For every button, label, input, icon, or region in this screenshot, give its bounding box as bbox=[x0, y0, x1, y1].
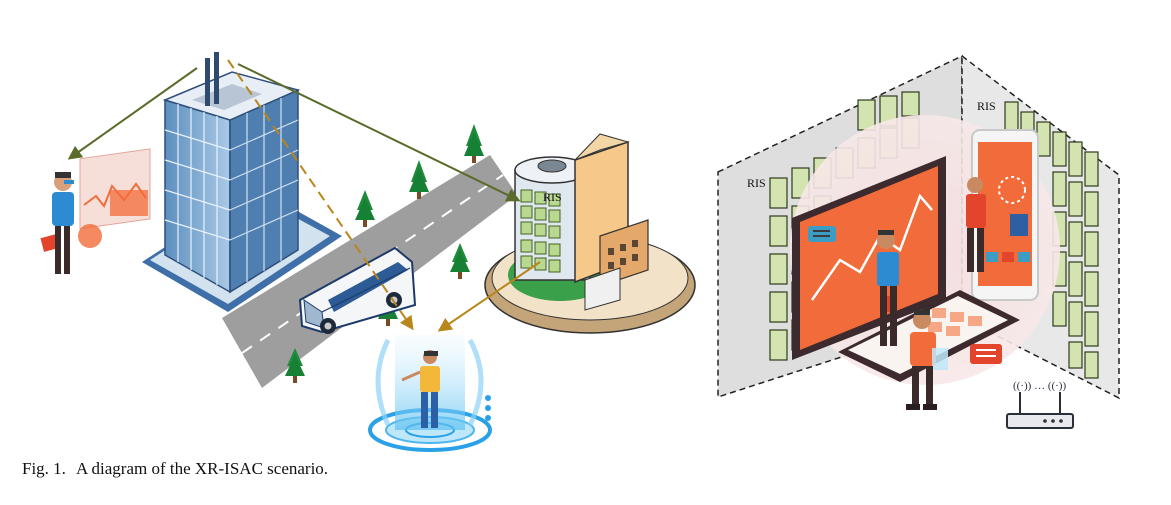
ris-building-label: RIS bbox=[543, 190, 562, 204]
tree bbox=[450, 243, 470, 279]
ris-building: RIS bbox=[484, 133, 696, 334]
xr-user-left bbox=[40, 148, 151, 274]
wifi-router: ((·)) … ((·)) bbox=[1006, 380, 1074, 429]
tree bbox=[464, 124, 484, 163]
skyscraper bbox=[142, 52, 342, 312]
tree bbox=[409, 160, 429, 199]
router-signal-indicator: ((·)) … ((·)) bbox=[1013, 380, 1066, 392]
bus bbox=[298, 246, 417, 334]
figure-caption-number: Fig. 1. bbox=[22, 459, 66, 478]
ris-right-wall-label: RIS bbox=[977, 99, 996, 113]
xr-user-indoor-standing bbox=[877, 230, 899, 346]
xr-display-phone bbox=[971, 129, 1039, 301]
outdoor-scene: RIS bbox=[40, 52, 696, 452]
figure-caption-text: A diagram of the XR-ISAC scenario. bbox=[75, 459, 329, 478]
tree bbox=[285, 348, 305, 383]
tree bbox=[355, 190, 375, 227]
xr-user-indoor-sitting bbox=[906, 310, 948, 410]
xr-display-monitor bbox=[792, 156, 946, 360]
xr-user-indoor-phone bbox=[966, 177, 986, 272]
xr-user-hologram bbox=[368, 335, 492, 452]
indoor-scene: RIS RIS bbox=[717, 54, 1120, 429]
figure-caption: Fig. 1. A diagram of the XR-ISAC scenario… bbox=[22, 459, 328, 479]
ris-left-wall-label: RIS bbox=[747, 176, 766, 190]
signal-links bbox=[67, 59, 541, 332]
